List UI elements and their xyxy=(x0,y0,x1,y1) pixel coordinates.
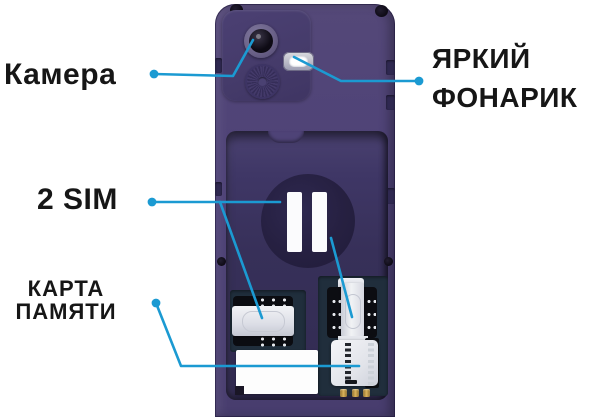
side-clip xyxy=(215,58,222,73)
screw-icon xyxy=(217,257,226,266)
screw-icon xyxy=(375,5,388,17)
camera-lens xyxy=(244,24,278,58)
pause-bar-icon xyxy=(287,192,302,252)
memory-callout-dot xyxy=(151,298,161,308)
screw-icon xyxy=(384,257,393,266)
camera-lens-glass xyxy=(249,29,273,53)
flashlight xyxy=(283,52,314,71)
side-clip xyxy=(215,182,222,196)
flashlight-callout-dot xyxy=(414,76,424,86)
memory-card-label-line2: ПАМЯТИ xyxy=(15,299,117,324)
memory-card-label: КАРТА ПАМЯТИ xyxy=(0,277,132,323)
camera-callout-dot xyxy=(149,69,159,79)
flashlight-bulb xyxy=(289,56,308,67)
dual-sim-badge xyxy=(261,174,355,268)
memory-card-label-line1: КАРТА xyxy=(27,276,105,301)
side-clip xyxy=(386,60,395,75)
sim-slot-1 xyxy=(232,296,294,347)
phone-back xyxy=(215,4,395,417)
speaker-grille xyxy=(245,64,280,99)
flashlight-label: ЯРКИЙ ФОНАРИК xyxy=(432,39,578,117)
sim1-emboss xyxy=(242,311,285,332)
sim-callout-dot xyxy=(147,197,157,207)
memory-card-slot xyxy=(331,338,388,390)
speaker-hub xyxy=(258,77,267,86)
flashlight-label-line1: ЯРКИЙ xyxy=(432,43,531,74)
pause-bar-icon xyxy=(312,192,327,252)
sim2-emboss xyxy=(345,294,361,329)
gold-contact-pin xyxy=(363,389,370,397)
dual-sim-label: 2 SIM xyxy=(37,183,118,216)
sim-slot-2 xyxy=(327,277,379,343)
sim2-contacts xyxy=(330,293,341,330)
side-clip xyxy=(386,188,395,204)
sim1-contacts xyxy=(255,335,288,347)
gold-contact-pin xyxy=(340,389,347,397)
camera-label: Камера xyxy=(4,58,117,91)
side-clip xyxy=(386,95,395,110)
camera-module xyxy=(222,10,314,101)
gold-contact-pin xyxy=(352,389,359,397)
memory-pins xyxy=(345,343,351,381)
battery-sticker xyxy=(236,350,318,394)
lens-highlight xyxy=(256,34,261,39)
memory-pins xyxy=(368,343,374,385)
sticker-notch xyxy=(235,386,244,395)
memory-latch xyxy=(345,380,357,384)
battery-compartment xyxy=(226,131,388,400)
cover-notch xyxy=(268,131,304,143)
flashlight-label-line2: ФОНАРИК xyxy=(432,82,578,113)
sim2-contacts xyxy=(365,293,376,330)
